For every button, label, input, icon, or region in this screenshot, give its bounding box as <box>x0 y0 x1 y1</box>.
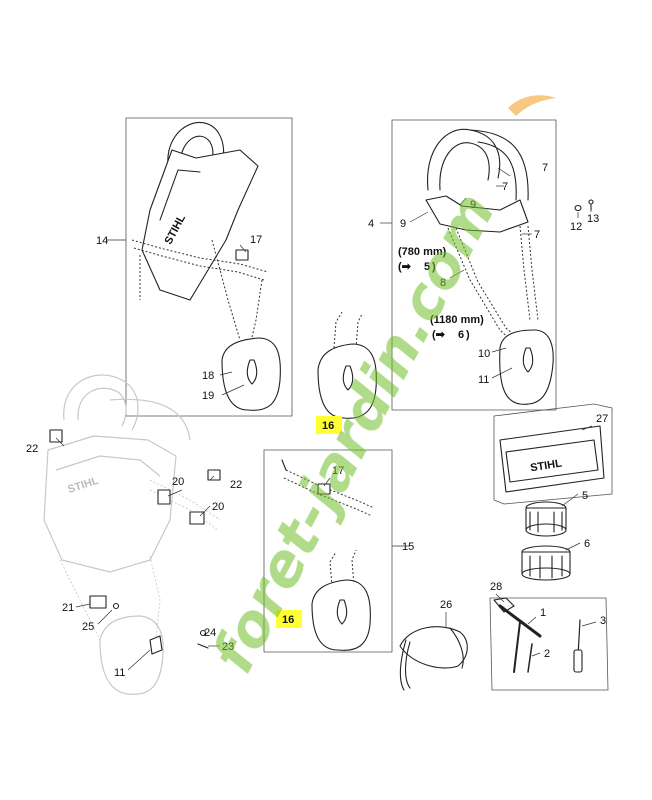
watermark-leaf-icon <box>508 95 556 116</box>
callout-10: 10 <box>478 348 490 360</box>
note-1180mm: (1180 mm) <box>430 314 484 326</box>
highlight-16b <box>276 610 302 628</box>
callout-1: 1 <box>540 607 546 619</box>
panel-28 <box>489 597 609 691</box>
arrow-glyph-6: (➡ <box>432 329 446 341</box>
ghost-harness: STIHL <box>43 374 221 695</box>
note-arrow-6: 6 <box>458 329 464 341</box>
panel-14: STIHL <box>125 117 293 417</box>
arrow-glyph-5: (➡ <box>398 261 412 273</box>
loose-hip-pad <box>317 311 377 419</box>
callout-16a: 16 <box>322 420 334 432</box>
callout-22a: 22 <box>26 443 38 455</box>
callout-11a: 11 <box>478 374 489 386</box>
callout-7b: 7 <box>502 181 508 193</box>
callout-18: 18 <box>202 370 214 382</box>
highlight-16a <box>316 416 342 434</box>
safety-glasses-26 <box>399 626 468 691</box>
callout-28: 28 <box>490 581 502 593</box>
callout-16b: 16 <box>282 614 294 626</box>
callout-26: 26 <box>440 599 452 611</box>
callout-9b: 9 <box>470 199 476 211</box>
callout-12: 12 <box>570 221 582 233</box>
callout-13: 13 <box>587 213 599 225</box>
panel-15 <box>263 449 393 653</box>
callout-17b: 17 <box>332 465 344 477</box>
callout-20b: 20 <box>212 501 224 513</box>
callout-22b: 22 <box>230 479 242 491</box>
svg-text:): ) <box>432 261 436 273</box>
callout-7c: 7 <box>534 229 540 241</box>
callout-11b: 11 <box>114 667 125 679</box>
panel-bags: STIHL <box>493 403 613 581</box>
hip-pad-4 <box>499 329 554 405</box>
callout-24: 24 <box>204 627 216 639</box>
panel-4 <box>391 119 594 411</box>
callout-6: 6 <box>584 538 590 550</box>
callout-25: 25 <box>82 621 94 633</box>
callout-20a: 20 <box>172 476 184 488</box>
callout-14: 14 <box>96 235 108 247</box>
callout-8: 8 <box>440 277 446 289</box>
callout-19: 19 <box>202 390 214 402</box>
callout-23: 23 <box>222 641 234 653</box>
stihl-logo-ghost: STIHL <box>66 475 100 496</box>
callout-15: 15 <box>402 541 414 553</box>
callout-9a: 9 <box>400 218 406 230</box>
stihl-logo-bag: STIHL <box>529 457 563 474</box>
callout-27: 27 <box>596 413 608 425</box>
callout-3: 3 <box>600 615 606 627</box>
callout-2: 2 <box>544 648 550 660</box>
note-arrow-5: 5 <box>424 261 430 273</box>
callout-labels: 14 17 18 19 4 9 9 7 7 7 8 10 11 12 13 (7… <box>26 162 608 679</box>
svg-text:): ) <box>466 329 470 341</box>
callout-21: 21 <box>62 602 74 614</box>
note-780mm: (780 mm) <box>398 246 447 258</box>
leader-lines <box>55 167 597 671</box>
callout-17a: 17 <box>250 234 262 246</box>
hip-pad-14 <box>221 337 281 411</box>
callout-7a: 7 <box>542 162 548 174</box>
callout-5: 5 <box>582 490 588 502</box>
callout-4: 4 <box>368 218 374 230</box>
